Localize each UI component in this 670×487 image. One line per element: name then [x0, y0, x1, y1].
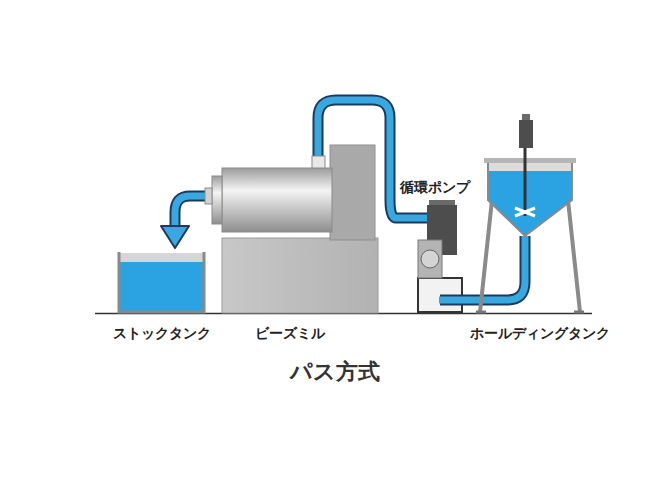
drawing-part — [522, 114, 530, 121]
pipe-outline — [468, 236, 525, 300]
bead-mill-drawing — [200, 143, 380, 315]
drawing-part — [440, 295, 468, 306]
drawing-part — [120, 262, 203, 311]
drawing-part — [222, 238, 378, 313]
drawing-part — [519, 120, 533, 148]
equipment-label: ストックタンク — [113, 324, 211, 342]
stock-tank: ストックタンク — [110, 248, 214, 344]
pipe-fill — [468, 236, 525, 300]
holding-tank-drawing — [470, 112, 610, 324]
drawing-part — [120, 253, 203, 262]
stock-tank-drawing — [110, 248, 214, 318]
figure-title: パス方式 — [0, 358, 670, 386]
pipe-outline — [175, 196, 205, 228]
bead-mill: ビーズミル — [200, 143, 380, 343]
pipe-connector — [161, 196, 205, 248]
drawing-part — [488, 162, 572, 236]
drawing-part — [212, 176, 222, 224]
holding-tank: ホールディングタンク — [467, 112, 613, 344]
pipe-connector — [468, 236, 525, 300]
equipment-label: ホールディングタンク — [470, 324, 610, 342]
drawing-part — [222, 168, 332, 232]
pipe-fill — [175, 196, 205, 228]
drawing-part — [489, 163, 571, 171]
drawing-part — [484, 158, 576, 163]
circulation-pump: 循環ポンプ — [397, 176, 473, 314]
drawing-part — [402, 213, 429, 224]
drawing-part — [421, 250, 439, 268]
drawing-part — [402, 215, 429, 222]
drawing-part — [476, 311, 584, 314]
drawing-part — [418, 240, 442, 278]
circulation-pump-drawing — [402, 176, 468, 314]
drawing-part — [330, 145, 375, 240]
drawing-part — [205, 188, 212, 204]
drawing-part — [119, 252, 204, 312]
drawing-part — [439, 297, 468, 304]
drawing-part — [515, 208, 535, 216]
drawing-part — [312, 156, 325, 168]
equipment-label: 循環ポンプ — [400, 178, 470, 196]
flow-arrowhead — [161, 226, 189, 248]
equipment-label: ビーズミル — [255, 324, 325, 342]
drawing-part — [524, 148, 527, 216]
